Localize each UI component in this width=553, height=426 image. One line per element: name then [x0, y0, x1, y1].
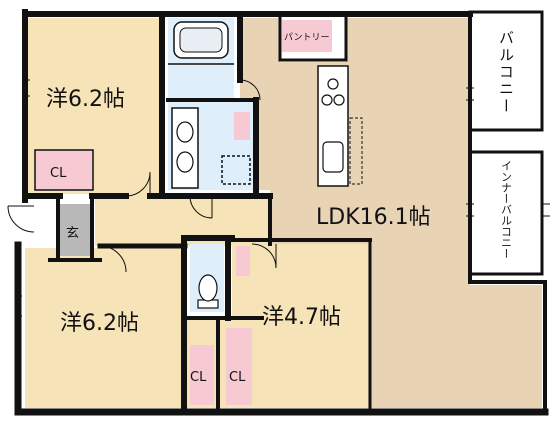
small-closet-fill [234, 112, 250, 140]
pantry-fill [282, 20, 332, 52]
room-label-balcony: バルコニー [497, 30, 515, 115]
ldk-floor [240, 18, 542, 408]
fridge-space [349, 117, 363, 185]
western-room-middle-floor [232, 244, 368, 408]
sink-icon [176, 121, 194, 143]
room-label-ldk: LDK16.1帖 [316, 205, 431, 230]
toilet-icon [198, 274, 218, 302]
walls [14, 9, 549, 416]
room-label-western-bottom: 洋6.2帖 [60, 311, 139, 336]
kitchen-sink-icon [322, 141, 344, 173]
bathtub-inner [179, 27, 223, 53]
small-closet-2-fill [236, 246, 250, 276]
windows [15, 79, 550, 317]
room-label-western-middle: 洋4.7帖 [262, 305, 341, 330]
closet-bottom-2-fill [226, 328, 252, 405]
room-label-closet-bottom-2: CL [229, 370, 246, 385]
washer-space [221, 155, 251, 185]
stove-burner-icon [333, 94, 345, 106]
room-label-inner-balcony: インナーバルコニー [500, 160, 513, 259]
door-swings [7, 79, 277, 273]
closet-bottom-1-fill [190, 345, 214, 405]
room-label-western-top: 洋6.2帖 [46, 87, 125, 112]
room-label-closet-bottom-1: CL [190, 370, 207, 385]
entrance-fill [58, 204, 90, 256]
sink-icon-2 [176, 151, 194, 173]
inner-balcony-area [468, 150, 544, 276]
closet-top-fill [34, 149, 94, 191]
room-label-closet-top: CL [50, 166, 67, 181]
stove-burner-icon [327, 78, 339, 90]
room-label-entrance: 玄 [66, 226, 79, 241]
room-label-pantry: パントリー [284, 32, 329, 43]
western-room-bottom-floor [25, 248, 185, 408]
stove-burner-icon [321, 94, 333, 106]
vanity [171, 107, 199, 189]
